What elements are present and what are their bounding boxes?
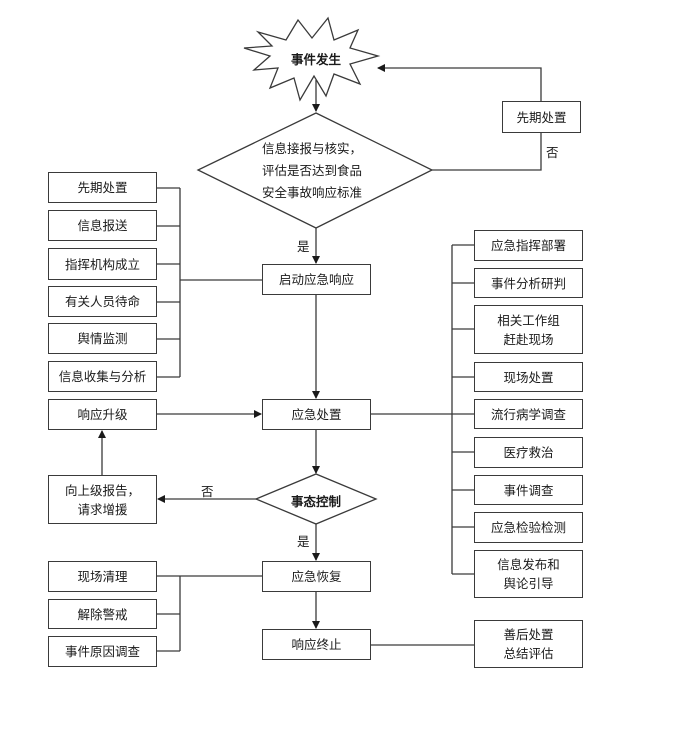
aftermath-label: 总结评估 [503, 646, 554, 661]
termination-label: 响应终止 [291, 637, 342, 652]
decision-control-label: 事态控制 [290, 494, 341, 509]
early-disposal-top-box: 先期处置 [502, 101, 581, 133]
recovery-box: 应急恢复 [262, 561, 371, 592]
emergency-disposal-box: 应急处置 [262, 399, 371, 430]
right-task-label: 事件调查 [503, 482, 554, 498]
early-disposal-top-label: 先期处置 [516, 109, 567, 125]
right-task-box: 流行病学调查 [474, 399, 583, 429]
right-task-box: 信息发布和舆论引导 [474, 550, 583, 598]
cleanup-task-label: 解除警戒 [77, 606, 128, 622]
right-task-label: 赶赴现场 [503, 331, 554, 347]
aftermath-box: 善后处置 总结评估 [474, 620, 583, 668]
decision-assessment-line: 安全事故响应标准 [262, 185, 363, 200]
left-task-box: 信息收集与分析 [48, 361, 157, 392]
right-task-label: 现场处置 [503, 369, 554, 385]
start-burst-shape [243, 16, 381, 102]
left-task-label: 信息收集与分析 [58, 369, 147, 384]
cleanup-task-label: 现场清理 [77, 569, 128, 584]
escalate-label: 响应升级 [77, 407, 128, 422]
cleanup-task-box: 解除警戒 [48, 599, 157, 629]
connector-no-to-early-disposal [432, 133, 542, 171]
left-task-box: 有关人员待命 [48, 286, 157, 317]
left-task-label: 指挥机构成立 [64, 256, 140, 272]
left-task-label: 有关人员待命 [64, 294, 140, 309]
start-label: 事件发生 [290, 52, 341, 67]
escalate-box: 响应升级 [48, 399, 157, 430]
decision-assessment-line: 评估是否达到食品 [262, 163, 363, 178]
start-response-box: 启动应急响应 [262, 264, 371, 295]
cleanup-task-label: 事件原因调查 [64, 644, 140, 659]
left-task-box: 舆情监测 [48, 323, 157, 354]
recovery-label: 应急恢复 [291, 569, 342, 584]
right-task-box: 现场处置 [474, 362, 583, 392]
aftermath-label: 善后处置 [503, 627, 554, 642]
right-task-label: 医疗救治 [503, 445, 554, 460]
right-task-label: 流行病学调查 [490, 406, 566, 422]
right-task-label: 相关工作组 [497, 312, 560, 328]
right-task-box: 医疗救治 [474, 437, 583, 468]
decision-control-no-label: 否 [201, 484, 214, 499]
left-task-box: 先期处置 [48, 172, 157, 203]
left-task-label: 信息报送 [77, 218, 128, 233]
decision-assessment-yes-label: 是 [297, 239, 310, 254]
right-task-box: 应急检验检测 [474, 512, 583, 543]
left-task-box: 指挥机构成立 [48, 248, 157, 280]
right-task-label: 应急指挥部署 [490, 238, 566, 253]
left-task-label: 先期处置 [77, 180, 128, 195]
decision-assessment-line: 信息接报与核实， [262, 141, 363, 156]
right-task-label: 事件分析研判 [490, 275, 566, 291]
right-task-label: 信息发布和 [497, 557, 560, 572]
emergency-disposal-label: 应急处置 [291, 407, 342, 422]
right-task-box: 应急指挥部署 [474, 230, 583, 261]
right-task-label: 舆论引导 [503, 576, 554, 591]
start-response-label: 启动应急响应 [278, 272, 354, 287]
report-up-label: 向上级报告， [64, 482, 140, 498]
decision-assessment-no-label: 否 [546, 145, 559, 160]
right-task-label: 应急检验检测 [490, 520, 566, 535]
left-task-box: 信息报送 [48, 210, 157, 241]
decision-assessment-text: 信息接报与核实， 评估是否达到食品 安全事故响应标准 [262, 138, 362, 204]
cleanup-task-box: 事件原因调查 [48, 636, 157, 667]
right-task-box: 事件调查 [474, 475, 583, 505]
decision-control-yes-label: 是 [297, 534, 310, 549]
report-up-box: 向上级报告， 请求增援 [48, 475, 157, 524]
termination-box: 响应终止 [262, 629, 371, 660]
cleanup-task-box: 现场清理 [48, 561, 157, 592]
left-task-label: 舆情监测 [77, 331, 128, 346]
right-task-box: 事件分析研判 [474, 268, 583, 298]
right-task-box: 相关工作组赶赴现场 [474, 305, 583, 354]
report-up-label: 请求增援 [77, 501, 128, 517]
arrow-early-disposal-to-start [377, 64, 542, 101]
